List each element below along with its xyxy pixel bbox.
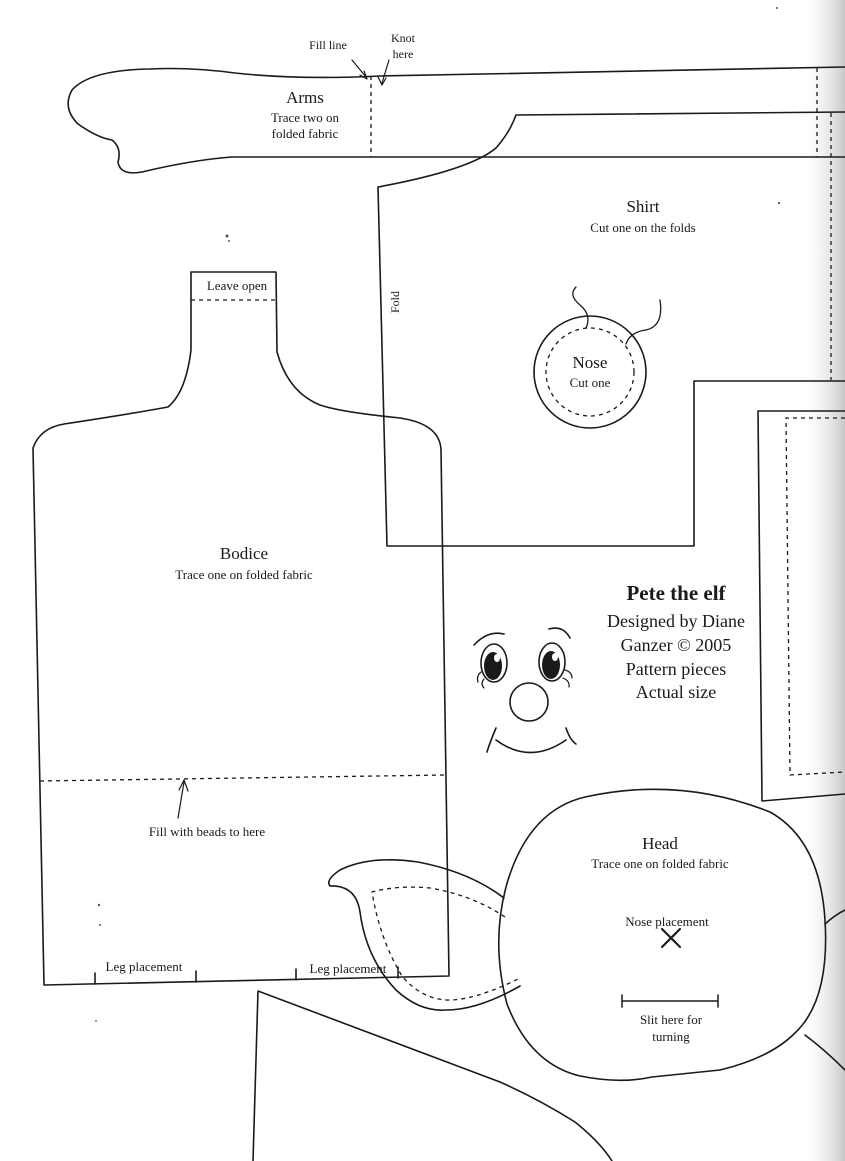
knot-arrowhead [377,76,387,86]
head-slit-line1: Slit here for [640,1012,703,1027]
left-eye-shine [494,654,500,662]
credit-line2: Ganzer © 2005 [621,635,732,655]
nose-placement-x [660,927,682,949]
right-eyebrow [548,627,571,639]
head-slit-line2: turning [652,1029,690,1044]
credit-line4: Actual size [636,682,716,702]
arms-piece: Fill line Knot here Arms Trace two on fo… [67,31,845,174]
bodice-piece: Leave open Bodice Trace one on folded fa… [32,271,450,986]
shirt-fold-label: Fold [388,291,402,313]
head-piece: Head Trace one on folded fabric Nose pla… [497,788,845,1082]
nose-stitch-line [545,327,635,417]
scan-specks [95,7,781,1022]
left-eyebrow [473,632,505,646]
credit-line1: Designed by Diane [607,611,745,631]
credit-block: Pete the elf Designed by Diane Ganzer © … [607,581,745,702]
partial-piece-stitch [785,417,845,776]
elf-face-illustration [473,627,577,754]
nose-thread-right [625,299,662,345]
partial-piece-outline [757,410,845,802]
arms-title: Arms [286,88,324,107]
head-subtitle: Trace one on folded fabric [591,856,729,871]
cheek-curve [824,909,845,925]
bodice-leg-placement-left: Leg placement [106,959,183,974]
bodice-leave-open-label: Leave open [207,278,268,293]
shirt-outline [377,111,845,547]
head-nose-placement: Nose placement [625,914,709,929]
fill-beads-arrow [177,781,185,819]
arms-outline [67,66,845,174]
nose-title: Nose [573,353,608,372]
fill-beads-arrowhead [178,779,189,792]
head-title: Head [642,834,678,853]
shirt-subtitle: Cut one on the folds [590,220,695,235]
bodice-leg-placement-right: Leg placement [310,961,387,976]
arms-line1: Trace two on [271,110,340,125]
bodice-subtitle: Trace one on folded fabric [175,567,313,582]
smile-right-dimple [565,727,577,745]
nose-outline [533,315,647,429]
ear-piece [327,858,521,1011]
bodice-title: Bodice [220,544,268,563]
right-eye-shine [552,653,558,661]
bodice-outline [32,271,450,986]
fill-line-arrow [351,59,367,78]
face-smile [495,739,567,754]
partial-piece-bottom [252,990,613,1161]
credit-line3: Pattern pieces [626,659,726,679]
fill-line-arrowhead [359,70,368,80]
bottom-piece-outline [252,990,613,1161]
smile-left-dimple [486,727,497,753]
arms-line2: folded fabric [272,126,339,141]
fill-line-label: Fill line [309,38,347,52]
shirt-piece: Fold Shirt Cut one on the folds [377,111,845,547]
partial-piece-right [757,410,845,802]
head-outline [497,788,827,1082]
ear-outline [327,858,521,1011]
nose-thread-left [572,286,589,329]
left-eye-outline [480,643,508,683]
credit-title: Pete the elf [626,581,726,605]
left-lashes [476,671,485,689]
knot-arrow [381,59,390,84]
face-nose [509,682,549,722]
ear-stitch-line [371,886,521,1001]
knot-label-line1: Knot [391,31,416,45]
chin-curve [804,1034,845,1071]
bodice-fill-beads-line [39,774,446,782]
slit-line [621,994,719,1008]
page-edge-shadow [800,0,845,1161]
bodice-fill-beads-label: Fill with beads to here [149,824,265,839]
nose-subtitle: Cut one [570,375,611,390]
right-eye-outline [538,642,566,682]
nose-piece: Nose Cut one [533,286,662,429]
knot-label-line2: here [393,47,414,61]
shirt-title: Shirt [626,197,659,216]
right-lashes [562,669,573,688]
